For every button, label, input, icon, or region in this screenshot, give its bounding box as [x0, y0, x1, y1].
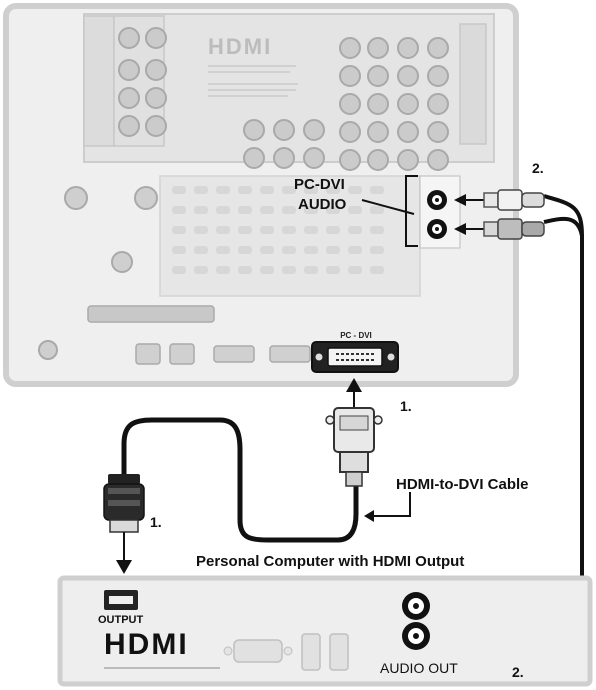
tv-pc-dvi-port [311, 341, 399, 373]
computer-title: Personal Computer with HDMI Output [196, 553, 465, 570]
pc-dvi-audio-label-line2: AUDIO [298, 196, 347, 213]
tv-jack-grid-right [243, 37, 449, 171]
hdmi-dvi-cable [121, 417, 359, 543]
tv-ir-jack [111, 251, 133, 273]
computer-audio-out-label: AUDIO OUT [380, 660, 458, 676]
tv-pc-dvi-port-label: PC - DVI [340, 331, 372, 340]
tv-jack-cluster-left [118, 27, 167, 137]
step-2-tv-label: 2. [532, 160, 544, 176]
computer-hdmi-output-port [104, 590, 138, 610]
tv-antenna-jacks [64, 186, 158, 210]
tv-back-panel: HDMI [3, 3, 519, 387]
tv-serial-port [87, 305, 215, 323]
tv-audio-jack-white [427, 190, 447, 210]
tv-audio-jack-red [427, 219, 447, 239]
computer-output-label: OUTPUT [98, 614, 144, 626]
hdmi-to-dvi-cable-label: HDMI-to-DVI Cable [396, 476, 529, 493]
tv-vent-holes [172, 186, 384, 274]
tv-hdmi-logo: HDMI [208, 34, 272, 59]
tv-fine-print [208, 65, 298, 97]
computer-usb-ports [301, 633, 349, 671]
computer-back-panel [57, 575, 593, 687]
step-2-pc-label: 2. [512, 664, 524, 680]
computer-audio-jack-white [402, 592, 430, 620]
computer-hdmi-logo: HDMI [104, 628, 189, 661]
pc-dvi-audio-label-line1: PC-DVI [294, 176, 345, 193]
audio-cable [543, 194, 584, 634]
tv-audio-bracket [361, 175, 418, 247]
cable-label-leader [372, 492, 411, 517]
rca-plug-red-tv [454, 218, 545, 240]
dvi-plug [325, 378, 383, 487]
rca-plug-white-tv [454, 189, 545, 211]
computer-audio-jack-red [402, 622, 430, 650]
computer-vga-port [223, 639, 293, 663]
step-1-hdmi-label: 1. [150, 514, 162, 530]
hdmi-plug [103, 474, 145, 574]
step-1-dvi-label: 1. [400, 398, 412, 414]
